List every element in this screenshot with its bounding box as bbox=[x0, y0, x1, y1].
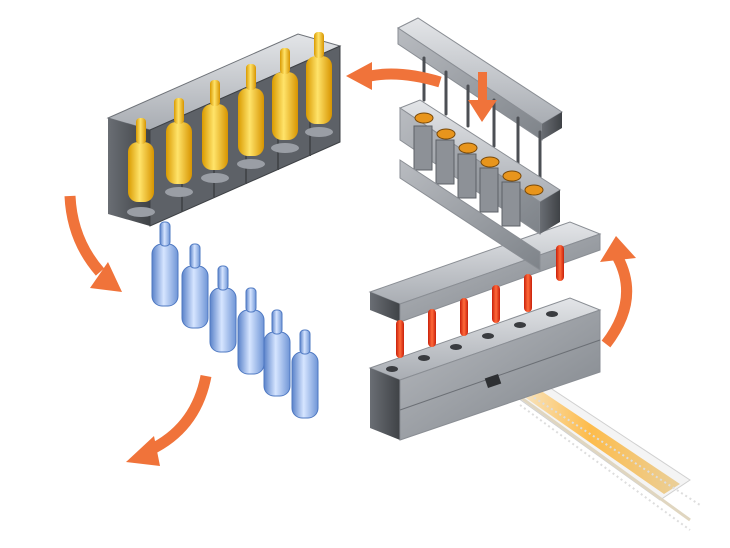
flow-arrows bbox=[64, 62, 636, 466]
bottle-blue bbox=[263, 309, 291, 397]
finished-bottles bbox=[151, 221, 319, 419]
bottle-yellow bbox=[271, 48, 299, 153]
injection-mold-lower bbox=[368, 297, 602, 441]
bottle-yellow bbox=[237, 64, 265, 169]
blown-bottles bbox=[127, 32, 333, 217]
curved-arrow-icon bbox=[126, 374, 212, 466]
curved-arrow-icon bbox=[64, 195, 122, 292]
mold-cavities bbox=[386, 311, 558, 372]
core-plate bbox=[397, 17, 563, 180]
bottle-yellow bbox=[201, 80, 229, 183]
curved-arrow-icon bbox=[600, 236, 636, 348]
bottle-blue bbox=[181, 243, 209, 329]
bottle-blue bbox=[151, 221, 179, 307]
conditioning-station bbox=[397, 17, 563, 271]
injection-unit bbox=[368, 221, 701, 531]
injection-mold-upper bbox=[368, 221, 602, 358]
bottle-blue bbox=[291, 329, 319, 419]
bottle-blue bbox=[237, 287, 265, 375]
blow-mold-station bbox=[106, 32, 342, 227]
bottle-yellow bbox=[165, 98, 193, 197]
preform-holes bbox=[414, 112, 544, 196]
bottle-yellow bbox=[305, 32, 333, 137]
core-pins bbox=[422, 56, 542, 180]
curved-arrow-icon bbox=[346, 62, 442, 90]
hot-preforms bbox=[396, 245, 564, 358]
bottle-yellow bbox=[127, 118, 155, 217]
sleeve-columns bbox=[413, 125, 521, 227]
down-arrow-icon bbox=[468, 72, 497, 122]
extruder-barrel bbox=[488, 367, 701, 531]
bottle-blue bbox=[209, 265, 237, 353]
conditioning-block bbox=[398, 99, 561, 271]
